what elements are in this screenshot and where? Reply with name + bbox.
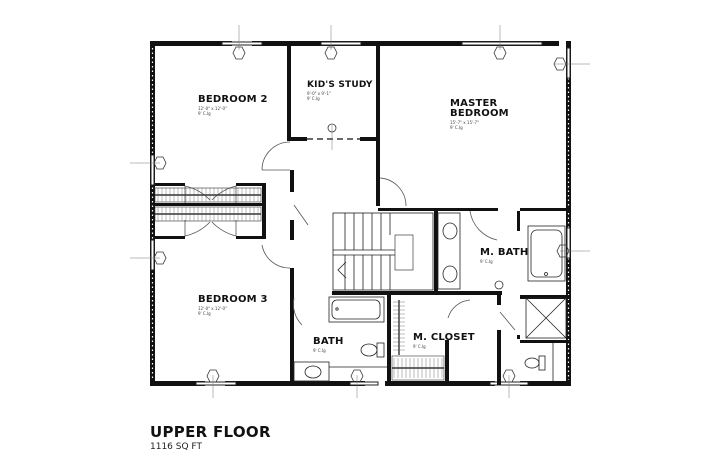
room-label-bath: BATH bbox=[313, 336, 344, 347]
room-label-m-closet: M. CLOSET bbox=[413, 332, 475, 343]
room-ceiling-master-bedroom: 9' C.Ig bbox=[450, 125, 463, 130]
room-dims-bedroom-3: 12'-0" x 12'-0" bbox=[198, 306, 227, 311]
closet-hangers bbox=[157, 188, 443, 378]
m-bath-toilet bbox=[524, 343, 554, 381]
room-dims-kids-study: 9'-0" x 9'-1" bbox=[307, 91, 331, 96]
m-bath-tub bbox=[527, 225, 566, 282]
m-bath-shower bbox=[525, 297, 567, 339]
plan-title: UPPER FLOOR bbox=[150, 423, 271, 441]
room-label-bedroom-2: BEDROOM 2 bbox=[198, 94, 268, 105]
room-label-master-bedroom: MASTER bbox=[450, 98, 498, 109]
room-dims-bedroom-2: 12'-0" x 12'-0" bbox=[198, 106, 227, 111]
interior-walls bbox=[155, 46, 570, 385]
room-label-m-bath: M. BATH bbox=[480, 247, 529, 258]
plan-area: 1116 SQ FT bbox=[150, 442, 202, 452]
room-ceiling-m-closet: 9' C.Ig bbox=[413, 344, 426, 349]
room-ceiling-bath: 9' C.Ig bbox=[313, 348, 326, 353]
room-label-master-bedroom-line2: BEDROOM bbox=[450, 108, 509, 119]
bath-sink bbox=[293, 361, 387, 382]
bath-toilet bbox=[360, 342, 385, 358]
m-bath-vanity bbox=[437, 212, 461, 290]
doors bbox=[184, 141, 516, 331]
room-ceiling-bedroom-3: 9' C.Ig bbox=[198, 311, 211, 316]
room-ceiling-kids-study: 9' C.Ig bbox=[307, 96, 320, 101]
staircase bbox=[332, 212, 434, 291]
room-ceiling-bedroom-2: 9' C.Ig bbox=[198, 111, 211, 116]
marker-leaders bbox=[130, 25, 590, 398]
room-label-bedroom-3: BEDROOM 3 bbox=[198, 294, 268, 305]
room-ceiling-m-bath: 9' C.Ig bbox=[480, 259, 493, 264]
bath-tub bbox=[328, 296, 385, 323]
windows bbox=[150, 41, 571, 386]
closet-shelving bbox=[154, 187, 445, 381]
room-dims-master-bedroom: 15'-7" x 15'-7" bbox=[450, 120, 479, 125]
room-label-kids-study: KID'S STUDY bbox=[307, 80, 373, 90]
